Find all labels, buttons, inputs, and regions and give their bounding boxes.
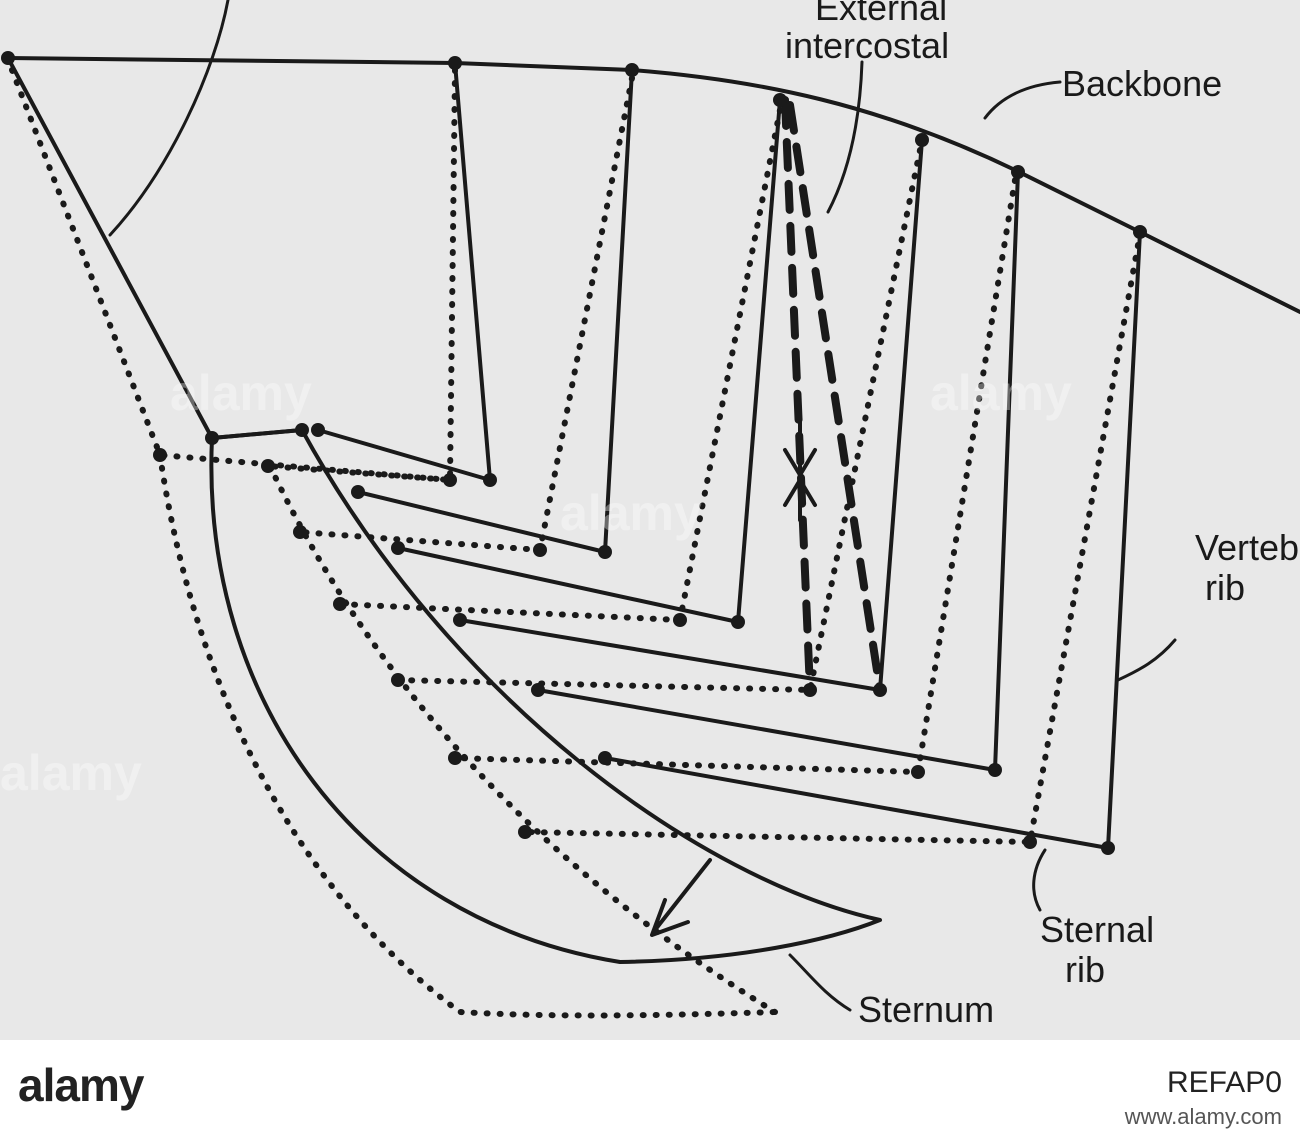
joint-dots — [1, 51, 1147, 855]
label-vertebral: Verteb — [1195, 527, 1299, 568]
rib-solid-4 — [396, 98, 782, 624]
image-id: REFAP0 — [1166, 1066, 1282, 1099]
backbone-line — [6, 56, 1300, 314]
watermark-4: alamy — [0, 745, 142, 801]
diagram-svg: External intercostal Backbone Verteb rib… — [0, 0, 1300, 1030]
leader-external-intercostal — [826, 60, 864, 214]
label-sternum: Sternum — [858, 989, 994, 1030]
label-backbone: Backbone — [1062, 63, 1222, 104]
watermark-3: alamy — [930, 365, 1072, 421]
arrow-down — [783, 408, 817, 477]
leader-vertebral-rib — [1116, 638, 1177, 682]
external-intercostal-muscle — [781, 96, 884, 694]
footer-bar: alamy REFAP0 www.alamy.com — [0, 1040, 1300, 1138]
rib-solid-5 — [458, 138, 924, 692]
label-vertebral-rib: rib — [1205, 567, 1245, 608]
leader-sternal-rib — [1032, 848, 1047, 912]
label-intercostal: intercostal — [785, 25, 949, 66]
rib-cage-diagram: External intercostal Backbone Verteb rib… — [0, 0, 1300, 1040]
label-sternal: Sternal — [1040, 909, 1154, 950]
label-leader-left — [108, 0, 230, 237]
dotted-ribs — [157, 67, 1141, 1019]
sternum-solid — [209, 428, 882, 964]
watermark-1: alamy — [170, 365, 312, 421]
label-external: External — [815, 0, 947, 28]
watermark-2: alamy — [560, 485, 702, 541]
sternum-movement-arrow — [650, 858, 712, 937]
rib-solid-2 — [316, 61, 492, 482]
arrow-up — [783, 468, 817, 522]
leader-backbone — [983, 80, 1062, 120]
leader-sternum — [788, 953, 852, 1012]
alamy-logo: alamy — [18, 1059, 144, 1111]
label-sternal-rib: rib — [1065, 949, 1105, 990]
footer-url: www.alamy.com — [1124, 1104, 1282, 1129]
